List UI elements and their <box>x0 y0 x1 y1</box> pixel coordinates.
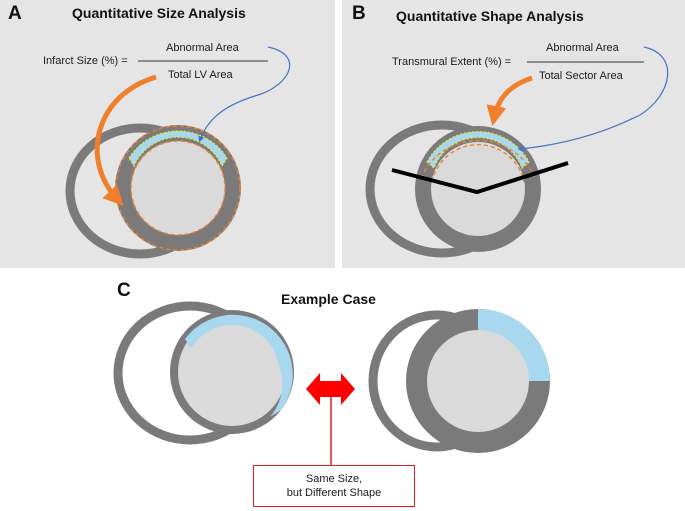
sector-epicardial-contour <box>420 139 536 179</box>
double-arrow-icon <box>306 373 355 405</box>
infarct-contour <box>426 130 530 170</box>
panel-a-title: Quantitative Size Analysis <box>72 5 246 21</box>
orange-arrow-b <box>486 75 533 126</box>
endocardial-contour <box>130 140 226 236</box>
infarct-contour <box>128 130 228 168</box>
panel-b-numerator: Abnormal Area <box>546 42 619 54</box>
blue-arrow-b <box>517 46 669 152</box>
panel-c-letter: C <box>117 280 131 301</box>
sector-endocardial-contour <box>431 144 525 183</box>
panel-b-denominator: Total Sector Area <box>539 70 623 82</box>
panel-b-letter: B <box>352 3 366 24</box>
lv-cavity <box>427 330 529 432</box>
panel-c-title: Example Case <box>281 291 376 307</box>
panel-c-heart-left <box>113 301 294 445</box>
blue-arrow-a <box>198 46 291 143</box>
lv-cavity <box>131 141 225 235</box>
panel-b-title: Quantitative Shape Analysis <box>396 8 584 24</box>
panel-a-formula-lhs: Infarct Size (%) = <box>43 55 128 67</box>
panel-a-denominator: Total LV Area <box>168 69 233 81</box>
callout-line-1: Same Size, <box>305 473 363 485</box>
panel-c-heart-right <box>368 309 550 453</box>
sector-boundary <box>391 161 569 195</box>
panel-a-numerator: Abnormal Area <box>166 42 239 54</box>
panel-b-heart <box>365 120 569 258</box>
lv-cavity <box>431 142 525 236</box>
panel-b-formula-lhs: Transmural Extent (%) = <box>392 56 512 68</box>
infarct-region <box>427 131 529 168</box>
epicardial-contour <box>115 125 241 251</box>
orange-arrow-a <box>94 74 157 206</box>
callout-box: Same Size, but Different Shape <box>253 465 415 507</box>
panel-a-letter: A <box>8 3 22 24</box>
callout-line-2: but Different Shape <box>286 487 382 499</box>
